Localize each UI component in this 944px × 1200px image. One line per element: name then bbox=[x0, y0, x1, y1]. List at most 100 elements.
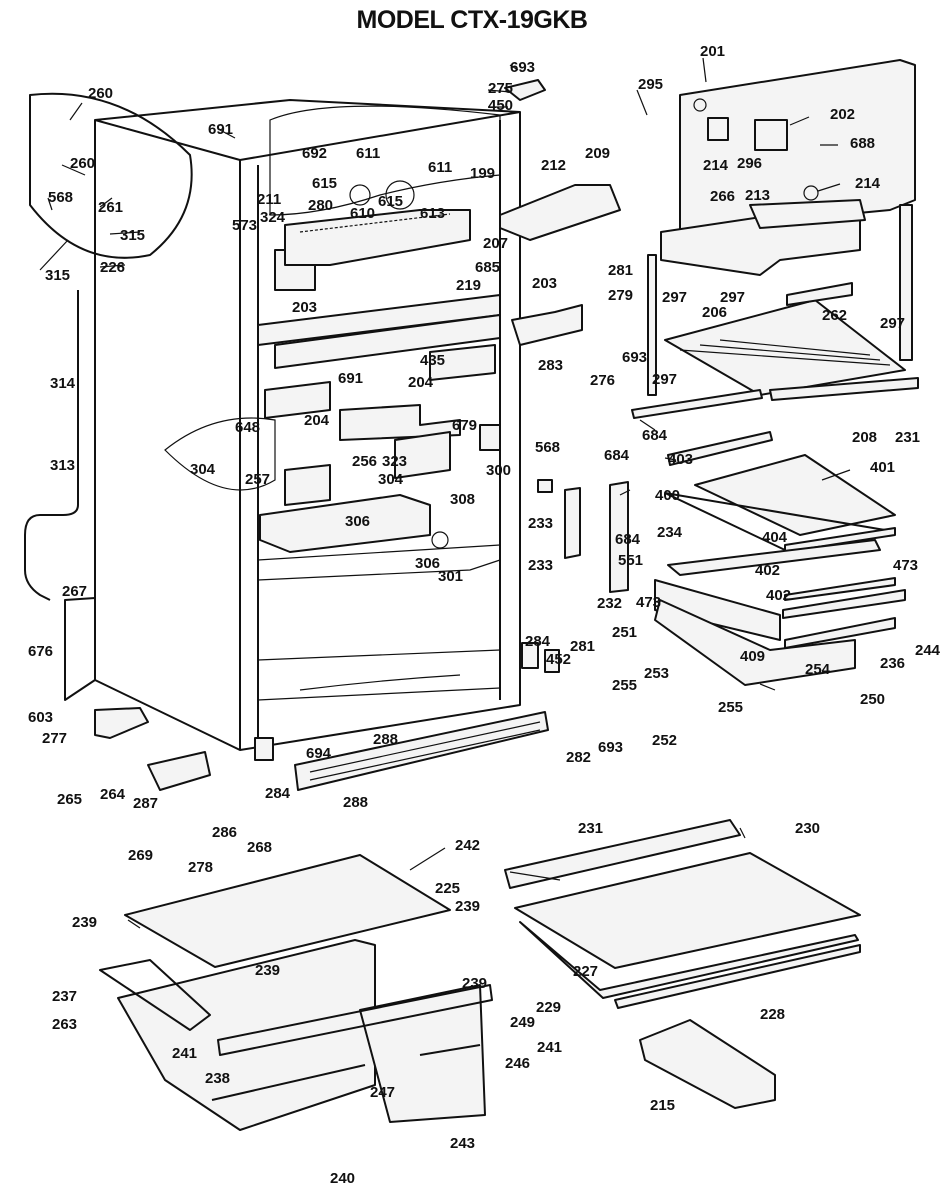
part-number-label: 300 bbox=[486, 462, 511, 479]
part-number-label: 204 bbox=[304, 412, 330, 429]
part-number-label: 239 bbox=[255, 962, 280, 979]
part-number-label: 611 bbox=[428, 159, 452, 176]
part-number-label: 401 bbox=[870, 459, 895, 476]
part-number-label: 323 bbox=[382, 453, 407, 470]
part-number-label: 214 bbox=[703, 157, 729, 174]
part-number-label: 315 bbox=[45, 267, 70, 284]
part-number-label: 691 bbox=[208, 121, 233, 138]
part-number-label: 269 bbox=[128, 847, 153, 864]
part-number-label: 227 bbox=[573, 963, 598, 980]
part-number-label: 603 bbox=[28, 709, 53, 726]
part-number-label: 239 bbox=[455, 898, 480, 915]
part-number-label: 242 bbox=[455, 837, 480, 854]
part-number-label: 201 bbox=[700, 43, 725, 60]
part-number-label: 694 bbox=[306, 745, 332, 762]
part-number-label: 287 bbox=[133, 795, 158, 812]
part-number-label: 203 bbox=[292, 299, 317, 316]
part-number-label: 247 bbox=[370, 1084, 395, 1101]
part-number-label: 264 bbox=[100, 786, 126, 803]
base-grille bbox=[94, 642, 560, 791]
part-number-label: 296 bbox=[737, 155, 762, 172]
part-number-label: 281 bbox=[570, 638, 595, 655]
part-number-label: 262 bbox=[822, 307, 847, 324]
part-number-label: 404 bbox=[762, 529, 788, 546]
part-number-label: 691 bbox=[338, 370, 363, 387]
part-number-label: 693 bbox=[598, 739, 623, 756]
part-number-label: 279 bbox=[608, 287, 633, 304]
part-number-label: 204 bbox=[408, 374, 434, 391]
part-number-label: 288 bbox=[343, 794, 368, 811]
part-number-label: 314 bbox=[50, 375, 76, 392]
part-number-label: 473 bbox=[893, 557, 918, 574]
part-number-label: 306 bbox=[415, 555, 440, 572]
part-number-label: 243 bbox=[450, 1135, 475, 1152]
model-title: MODEL CTX-19GKB bbox=[356, 6, 588, 34]
part-number-label: 263 bbox=[52, 1016, 77, 1033]
part-number-label: 692 bbox=[302, 145, 327, 162]
part-number-label: 232 bbox=[597, 595, 622, 612]
part-number-label: 215 bbox=[650, 1097, 675, 1114]
part-number-label: 211 bbox=[257, 191, 281, 208]
part-number-label: 685 bbox=[475, 259, 500, 276]
part-number-label: 610 bbox=[350, 205, 375, 222]
part-number-label: 209 bbox=[585, 145, 610, 162]
part-number-label: 684 bbox=[642, 427, 668, 444]
part-number-label: 283 bbox=[538, 357, 563, 374]
part-number-label: 304 bbox=[190, 461, 216, 478]
part-number-label: 315 bbox=[120, 227, 145, 244]
part-number-label: 409 bbox=[740, 648, 765, 665]
part-number-label: 240 bbox=[330, 1170, 355, 1187]
part-number-label: 435 bbox=[420, 352, 445, 369]
part-number-label: 611 bbox=[356, 145, 380, 162]
part-number-label: 284 bbox=[265, 785, 291, 802]
part-number-label: 276 bbox=[590, 372, 615, 389]
part-number-label: 693 bbox=[622, 349, 647, 366]
part-number-label: 260 bbox=[88, 85, 113, 102]
part-number-label: 282 bbox=[566, 749, 591, 766]
part-number-label: 297 bbox=[662, 289, 687, 306]
freezer-section bbox=[29, 92, 501, 553]
part-number-label: 400 bbox=[655, 487, 680, 504]
part-number-label: 551 bbox=[618, 552, 643, 569]
part-number-label: 234 bbox=[657, 524, 683, 541]
part-number-label: 297 bbox=[652, 371, 677, 388]
cabinet-shell bbox=[64, 99, 521, 751]
part-number-label: 212 bbox=[541, 157, 566, 174]
part-number-label: 402 bbox=[755, 562, 780, 579]
part-number-label: 284 bbox=[525, 633, 551, 650]
part-number-label: 684 bbox=[604, 447, 630, 464]
part-number-label: 257 bbox=[245, 471, 270, 488]
part-number-label: 613 bbox=[420, 205, 445, 222]
part-number-label: 304 bbox=[378, 471, 404, 488]
part-number-label: 278 bbox=[188, 859, 213, 876]
part-number-label: 267 bbox=[62, 583, 87, 600]
part-number-label: 402 bbox=[766, 587, 791, 604]
part-number-label: 237 bbox=[52, 988, 77, 1005]
part-number-label: 568 bbox=[535, 439, 560, 456]
freezer-liner-panel bbox=[499, 59, 916, 361]
part-number-label: 679 bbox=[452, 417, 477, 434]
part-number-label: 256 bbox=[352, 453, 377, 470]
part-number-label: 252 bbox=[652, 732, 677, 749]
part-number-label: 280 bbox=[308, 197, 333, 214]
part-number-label: 324 bbox=[260, 209, 286, 226]
part-number-label: 233 bbox=[528, 515, 553, 532]
refrigerator-shelves bbox=[537, 431, 906, 686]
part-number-label: 202 bbox=[830, 106, 855, 123]
part-number-label: 573 bbox=[232, 217, 257, 234]
part-number-label: 230 bbox=[795, 820, 820, 837]
part-number-label: 246 bbox=[505, 1055, 530, 1072]
part-number-label: 255 bbox=[718, 699, 743, 716]
part-number-label: 313 bbox=[50, 457, 75, 474]
part-number-label: 286 bbox=[212, 824, 237, 841]
part-number-label: 260 bbox=[70, 155, 95, 172]
part-number-label: 288 bbox=[373, 731, 398, 748]
part-number-label: 241 bbox=[172, 1045, 197, 1062]
part-number-label: 452 bbox=[546, 651, 571, 668]
part-number-label: 231 bbox=[578, 820, 603, 837]
part-number-label: 244 bbox=[915, 642, 941, 659]
part-number-label: 301 bbox=[438, 568, 463, 585]
part-number-label: 254 bbox=[805, 661, 831, 678]
part-number-label: 308 bbox=[450, 491, 475, 508]
